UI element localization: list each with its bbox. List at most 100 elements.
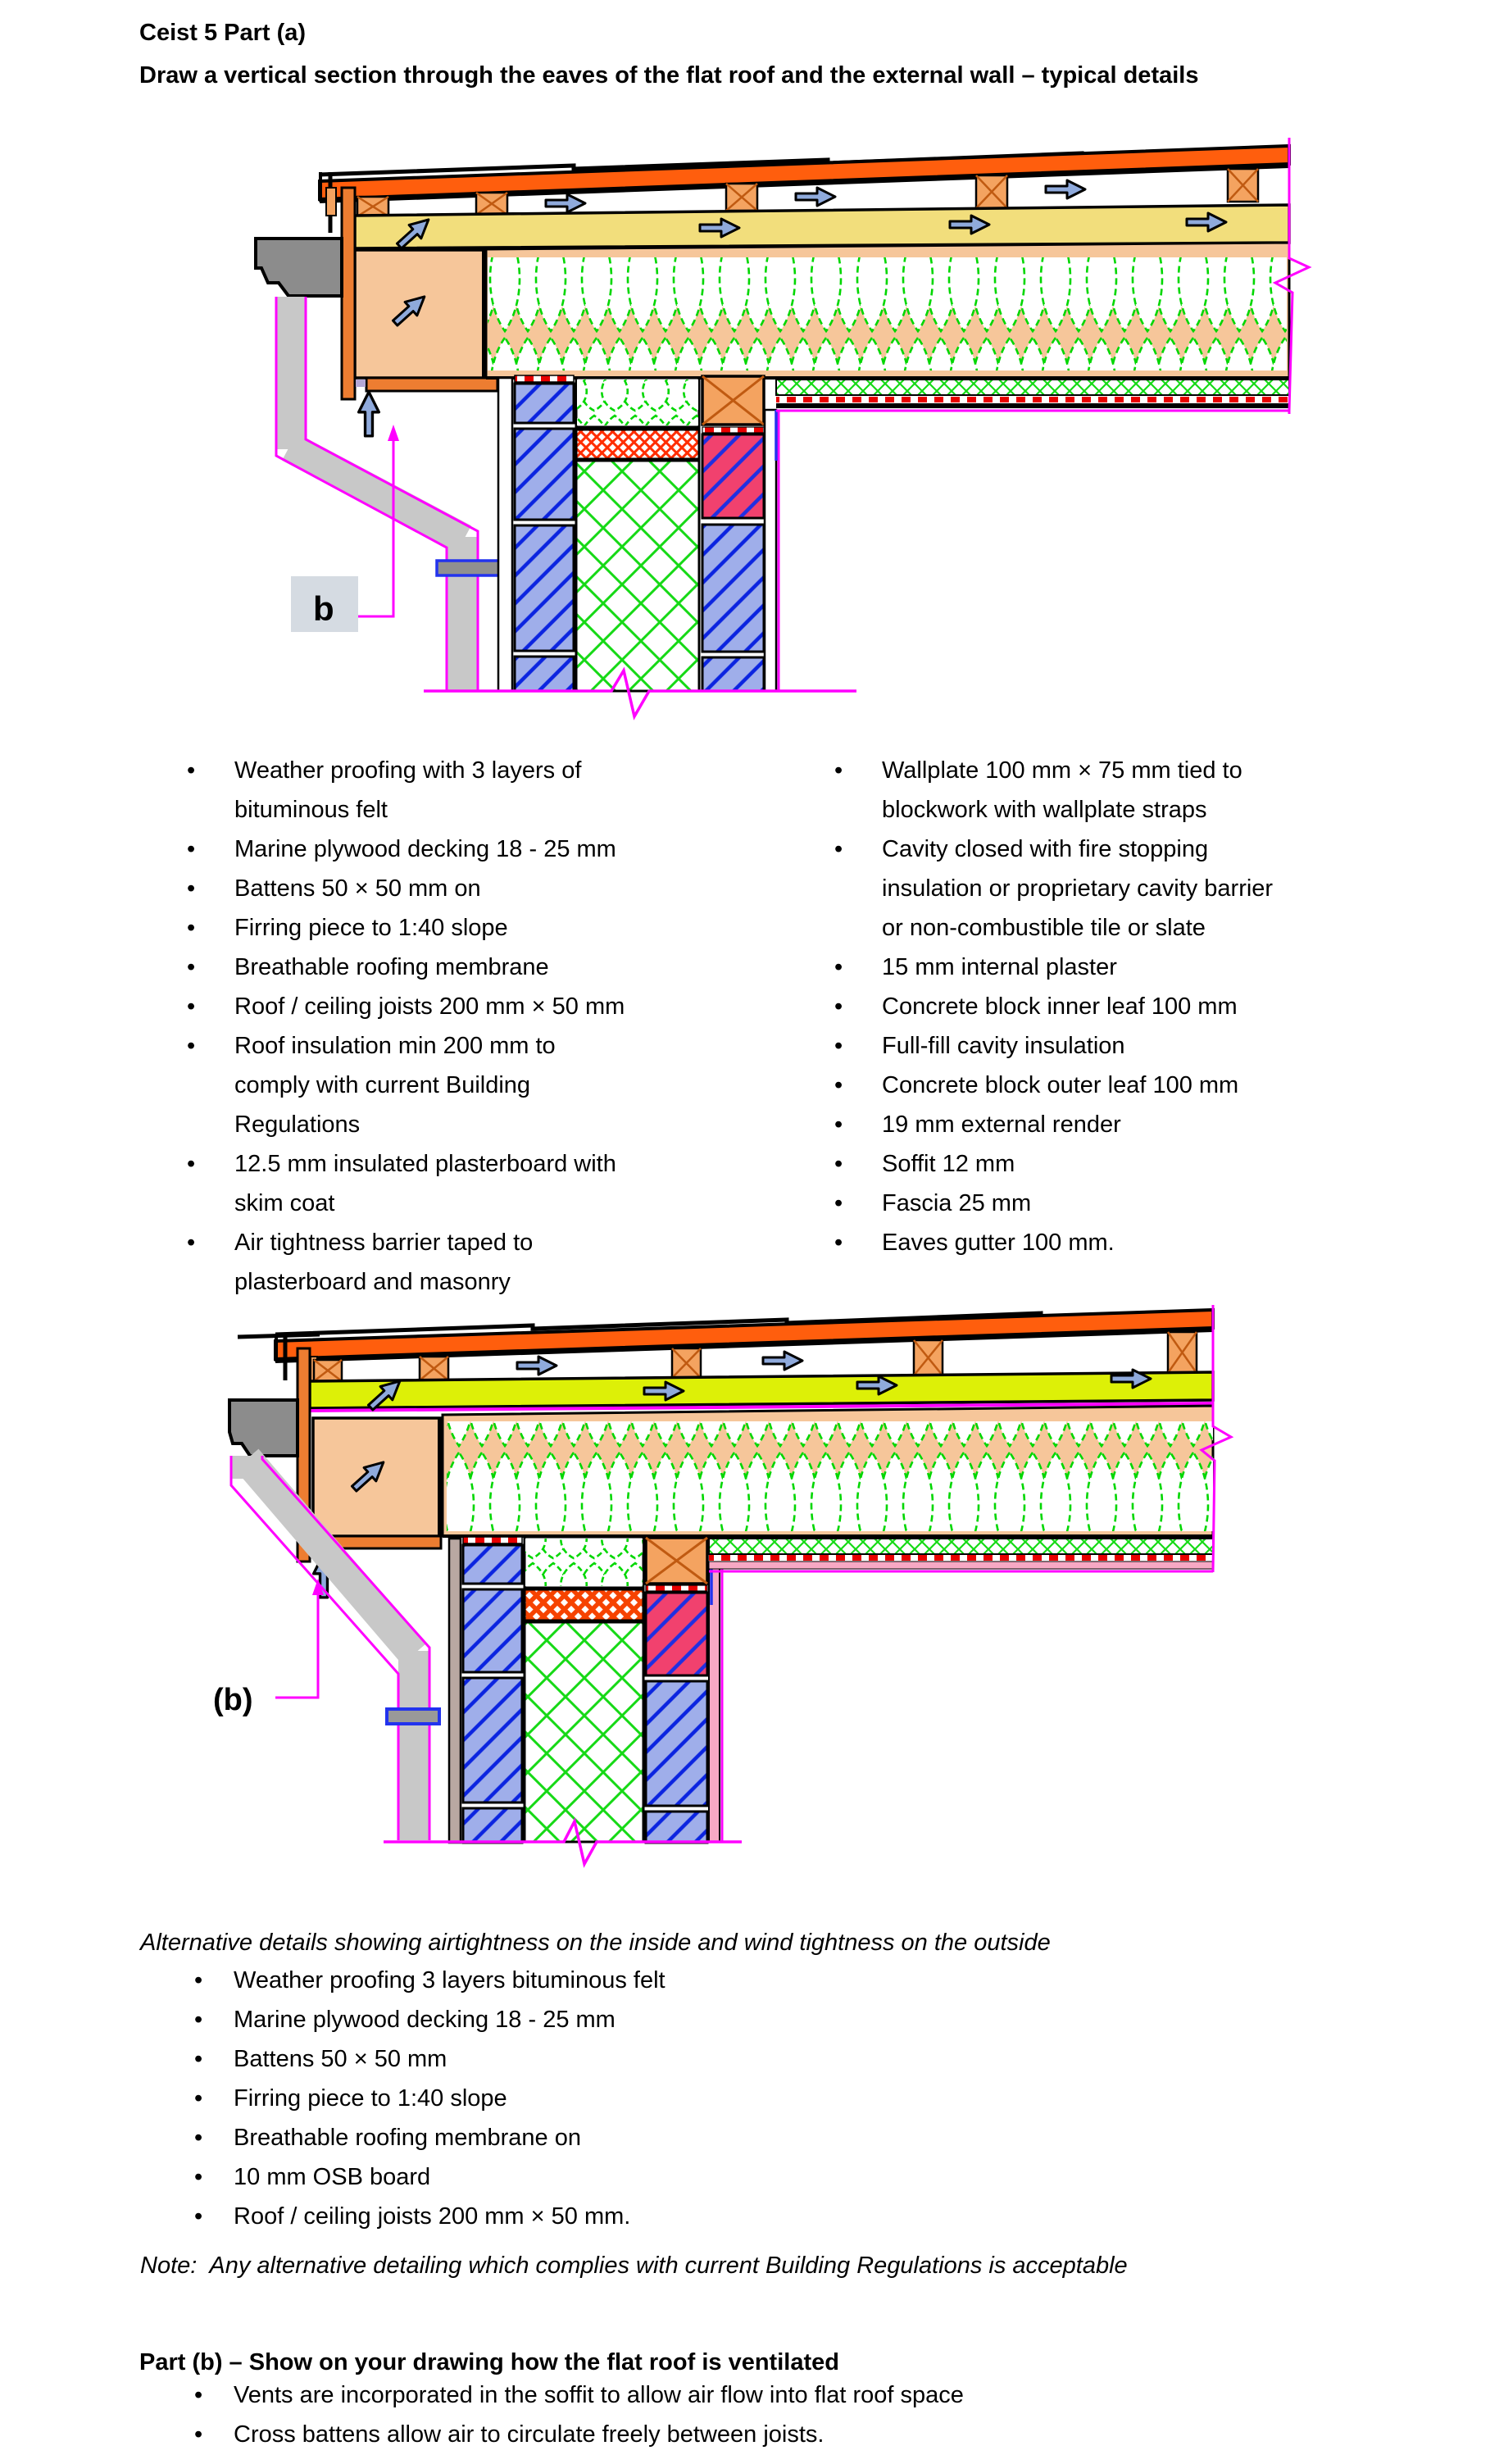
bullet-glyph: • — [194, 2046, 203, 2072]
list-item: •19 mm external render — [834, 1105, 1490, 1144]
list-item: •Firring piece to 1:40 slope — [187, 908, 834, 948]
list-item: • Vents are incorporated in the soffit to… — [194, 2375, 1342, 2415]
list-item-text: Breathable roofing membrane on — [234, 2125, 581, 2151]
diagram-eaves-section-b: (b) — [213, 1305, 1234, 1868]
part-b-heading: Part (b) – Show on your drawing how the … — [139, 2349, 839, 2375]
list-item: • Marine plywood decking 18 - 25 mm — [187, 830, 834, 869]
label-box-a — [291, 576, 358, 632]
spec-list-left: • Weather proofing with 3 layers of bitum… — [187, 751, 834, 1302]
note-line: Note: Any alternative detailing which co… — [140, 2253, 1128, 2279]
list-item-text: 19 mm external render — [882, 1112, 1121, 1138]
bullet-glyph: • — [834, 1190, 843, 1216]
list-item: • Soffit 12 mm — [834, 1144, 1490, 1184]
bullet-glyph: • — [194, 2007, 203, 2033]
list-item: • Battens 50 × 50 mm — [194, 2039, 1342, 2079]
bullet-glyph: • — [834, 757, 843, 784]
list-item: •12.5 mm insulated plasterboard with ski… — [187, 1144, 834, 1223]
list-item: • Breathable roofing membrane — [187, 948, 834, 987]
eaves-gutter-a — [254, 237, 343, 298]
list-item-text: Soffit 12 mm — [882, 1151, 1015, 1177]
label-leader-b: (b) — [213, 1579, 324, 1717]
wind-tight-membrane-b — [309, 1402, 1214, 1412]
wallplate-joist-box-b — [311, 1416, 443, 1538]
list-item: • Weather proofing with 3 layers of bitum… — [187, 751, 834, 830]
list-item-text: Firring piece to 1:40 slope — [234, 2085, 507, 2112]
list-item-text: Battens 50 × 50 mm on — [234, 875, 481, 902]
list-item-text: Vents are incorporated in the soffit to … — [234, 2382, 964, 2408]
list-item-text: Cross battens allow air to circulate fre… — [234, 2421, 824, 2448]
part-b-list: • Vents are incorporated in the soffit to… — [194, 2375, 1342, 2454]
list-item: • Breathable roofing membrane on — [194, 2118, 1342, 2157]
list-item: •Firring piece to 1:40 slope — [194, 2079, 1342, 2118]
ceiling-layers-a — [775, 379, 1290, 412]
list-item-text: Air tightness barrier taped to plasterbo… — [234, 1230, 534, 1295]
ground-break-line-a — [424, 666, 856, 721]
diagram-b-label: (b) — [213, 1683, 253, 1717]
spec-list-right: • Wallplate 100 mm × 75 mm tied to blockw… — [834, 751, 1490, 1262]
cavity-insulation-a — [575, 376, 701, 693]
bullet-glyph: • — [187, 993, 196, 1020]
bullet-glyph: • — [194, 2421, 203, 2448]
list-item: • Cross battens allow air to circulate fr… — [194, 2415, 1342, 2454]
list-item-text: Weather proofing 3 layers bituminous fel… — [234, 1967, 666, 1993]
list-item-text: Roof insulation min 200 mm to comply wit… — [234, 1033, 556, 1138]
ceiling-layers-b — [708, 1538, 1214, 1573]
downpipe-b — [229, 1448, 441, 1840]
list-item: • 15 mm internal plaster — [834, 948, 1490, 987]
section-break-right-b — [1199, 1305, 1234, 1573]
external-render-b — [447, 1537, 462, 1844]
bullet-glyph: • — [187, 954, 196, 980]
external-render-a — [497, 376, 514, 693]
vent-airflow-arrows-b — [516, 1350, 804, 1376]
outer-leaf-blockwork-b — [461, 1536, 524, 1844]
inner-leaf-blockwork-a — [701, 375, 765, 693]
list-item: •Eaves gutter 100 mm. — [834, 1223, 1490, 1262]
bullet-glyph: • — [194, 2125, 203, 2151]
bullet-glyph: • — [187, 836, 196, 862]
list-item-text: Concrete block outer leaf 100 mm — [882, 1072, 1239, 1098]
list-item-text: Battens 50 × 50 mm — [234, 2046, 447, 2072]
list-item: •Cavity closed with fire stopping insula… — [834, 830, 1490, 948]
bullet-glyph: • — [834, 1151, 843, 1177]
list-item-text: 15 mm internal plaster — [882, 954, 1117, 980]
bullet-glyph: • — [187, 757, 196, 784]
bullet-glyph: • — [187, 915, 196, 941]
bullet-glyph: • — [187, 1033, 196, 1059]
page-header: Ceist 5 Part (a) Draw a vertical section… — [139, 11, 1198, 97]
list-item-text: Roof / ceiling joists 200 mm × 50 mm. — [234, 2203, 631, 2230]
list-item-text: Roof / ceiling joists 200 mm × 50 mm — [234, 993, 625, 1020]
wallplate-joist-box-a — [353, 248, 487, 380]
list-item-text: Breathable roofing membrane — [234, 954, 549, 980]
bullet-glyph: • — [834, 993, 843, 1020]
list-item-text: Weather proofing with 3 layers of bitumi… — [234, 757, 582, 823]
list-item-text: Wallplate 100 mm × 75 mm tied to blockwo… — [882, 757, 1242, 823]
bullet-glyph: • — [834, 954, 843, 980]
list-item: •Roof / ceiling joists 200 mm × 50 mm. — [194, 2197, 1342, 2236]
list-item: • Roof / ceiling joists 200 mm × 50 mm — [187, 987, 834, 1026]
list-item: • Concrete block outer leaf 100 mm — [834, 1066, 1490, 1105]
internal-plaster-a — [763, 408, 778, 693]
list-item-text: Eaves gutter 100 mm. — [882, 1230, 1115, 1256]
list-item: • Battens 50 × 50 mm on — [187, 869, 834, 908]
list-item: • Concrete block inner leaf 100 mm — [834, 987, 1490, 1026]
external-wall-b — [443, 1534, 1213, 1844]
internal-plaster-b — [708, 1567, 720, 1843]
alternative-details-list: • Weather proofing 3 layers bituminous fe… — [194, 1961, 1342, 2236]
cavity-insulation-b — [523, 1535, 645, 1843]
bullet-glyph: • — [187, 875, 196, 902]
list-item-text: Concrete block inner leaf 100 mm — [882, 993, 1238, 1020]
bullet-glyph: • — [187, 1230, 196, 1256]
list-item-text: Cavity closed with fire stopping insulat… — [882, 836, 1274, 941]
downpipe-a — [275, 297, 502, 690]
bullet-glyph: • — [194, 2382, 203, 2408]
bullet-glyph: • — [834, 1072, 843, 1098]
list-item-text: Marine plywood decking 18 - 25 mm — [234, 2007, 616, 2033]
list-item-text: Marine plywood decking 18 - 25 mm — [234, 836, 616, 862]
list-item-text: 10 mm OSB board — [234, 2164, 431, 2190]
list-item-text: Full-fill cavity insulation — [882, 1033, 1125, 1059]
eaves-gutter-b — [228, 1398, 299, 1457]
diagram-eaves-section-a: b — [254, 138, 1312, 721]
diagram-a-label: b — [313, 589, 334, 628]
question-heading: Ceist 5 Part (a) — [139, 20, 307, 46]
list-item: • Marine plywood decking 18 - 25 mm — [194, 2000, 1342, 2039]
